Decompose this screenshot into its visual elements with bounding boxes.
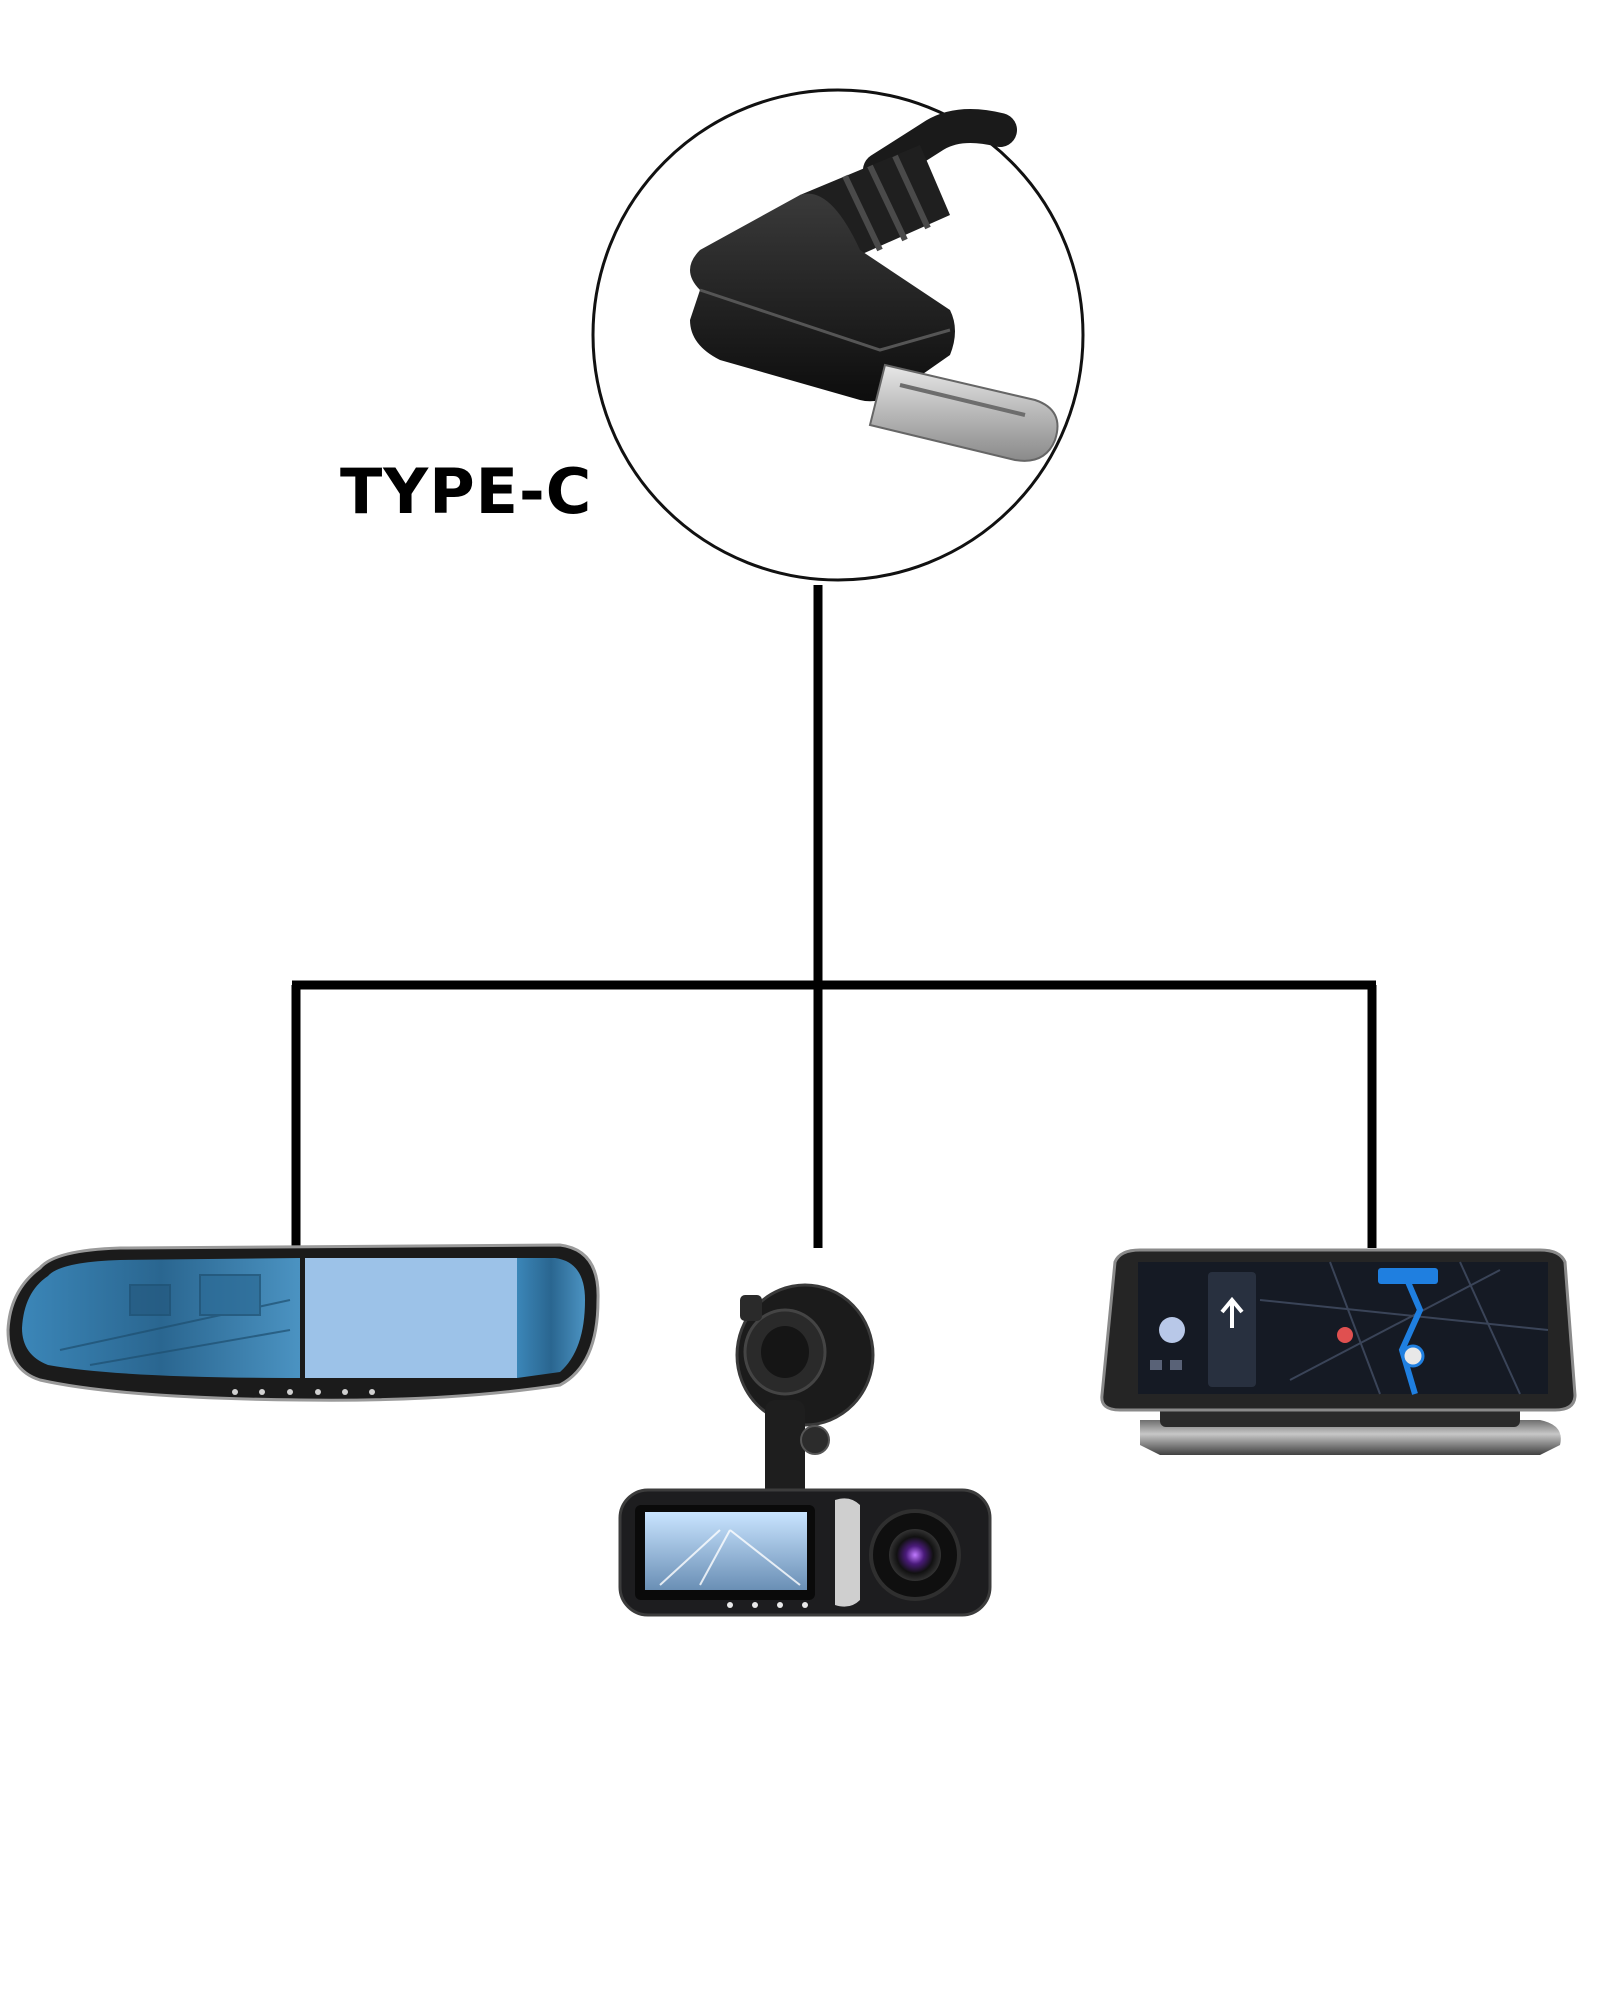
usb-type-c-right-angle-connector-icon: [690, 109, 1059, 462]
connection-lines: [291, 585, 1377, 1248]
dashcam-screen: [645, 1512, 807, 1590]
nav-route: [1398, 1273, 1424, 1395]
type-c-connector-illustration: [591, 88, 1085, 582]
dual-lens-dashcam-icon: [618, 1283, 992, 1617]
mirror-road-scene: [59, 1274, 291, 1366]
mirror-panel: [305, 1258, 517, 1378]
nav-map: [1259, 1261, 1549, 1395]
mirror-dashcam-icon: [6, 1243, 600, 1402]
connector-label: TYPE-C: [340, 455, 593, 528]
dashboard-display-icon: [1100, 1248, 1577, 1455]
dashcam-lens: [889, 1529, 941, 1581]
mirror-buttons: [232, 1389, 375, 1395]
